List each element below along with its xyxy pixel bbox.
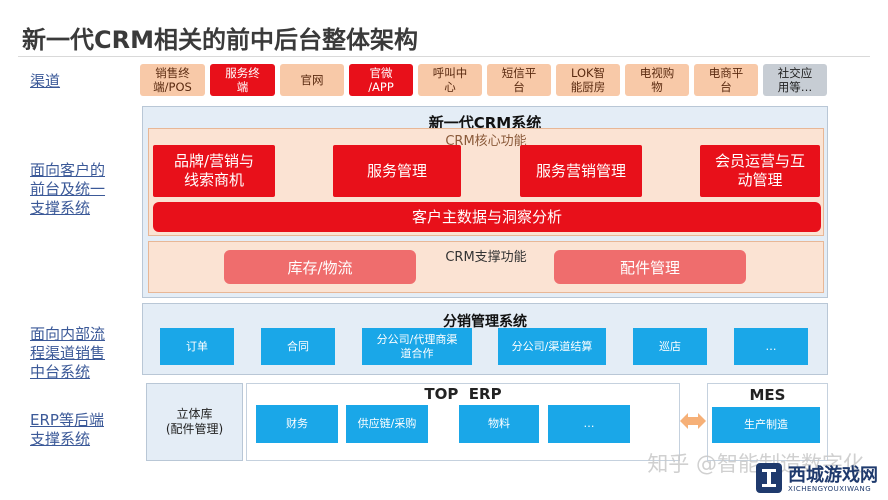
channel-service-terminal: 服务终端 (210, 64, 275, 96)
double-arrow-icon (680, 413, 706, 429)
layer-label-back: ERP等后端 支撑系统 (30, 411, 104, 448)
mes-item-production: 生产制造 (712, 407, 820, 443)
core-item-member-operations: 会员运营与互动管理 (700, 145, 820, 197)
distribution-panel (142, 303, 828, 375)
channel-lok-kitchen: LOK智能厨房 (556, 64, 620, 96)
master-data-bar: 客户主数据与洞察分析 (153, 202, 821, 232)
layer-label-channel: 渠道 (30, 72, 61, 90)
layer-label-front: 面向客户的 前台及统一 支撑系统 (30, 161, 106, 217)
warehouse-box: 立体库(配件管理) (146, 383, 243, 461)
logo-subtext: XICHENGYOUXIWANG (788, 485, 872, 493)
channel-website: 官网 (280, 64, 344, 96)
support-item-inventory: 库存/物流 (224, 250, 416, 284)
support-item-parts: 配件管理 (554, 250, 746, 284)
channel-ecommerce: 电商平台 (694, 64, 758, 96)
erp-item-supply-chain: 供应链/采购 (346, 405, 428, 443)
dist-item-more: … (734, 328, 808, 365)
watermark-text: 知乎 @智能制造数字化 (647, 452, 864, 476)
channel-social: 社交应用等… (763, 64, 827, 96)
channel-sms: 短信平台 (487, 64, 551, 96)
distribution-title: 分销管理系统 (443, 314, 527, 330)
core-item-service-management: 服务管理 (333, 145, 461, 197)
site-logo: 西城游戏网 XICHENGYOUXIWANG (748, 457, 888, 500)
channel-wechat-app: 官微/APP (349, 64, 413, 96)
erp-item-material: 物料 (459, 405, 539, 443)
crm-core-title: CRM核心功能 (445, 134, 527, 149)
crm-system-title: 新一代CRM系统 (428, 114, 542, 132)
title-underline (18, 56, 870, 57)
layer-label-middle: 面向内部流 程渠道销售 中台系统 (30, 325, 106, 381)
crm-support-title: CRM支撑功能 (445, 250, 527, 265)
dist-item-store-inspection: 巡店 (633, 328, 707, 365)
dist-item-contract: 合同 (261, 328, 335, 365)
logo-name: 西城游戏网 (788, 465, 878, 486)
dist-item-order: 订单 (160, 328, 234, 365)
mes-title: MES (749, 386, 786, 404)
dist-item-settlement: 分公司/渠道结算 (498, 328, 606, 365)
erp-title: TOP ERP (424, 385, 502, 403)
erp-item-finance: 财务 (256, 405, 338, 443)
channel-tv-shopping: 电视购物 (625, 64, 689, 96)
channel-pos: 销售终端/POS (140, 64, 205, 96)
channel-call-center: 呼叫中心 (418, 64, 482, 96)
logo-icon (756, 463, 782, 493)
erp-item-more: … (548, 405, 630, 443)
core-item-service-marketing: 服务营销管理 (520, 145, 642, 197)
page-title: 新一代CRM相关的前中后台整体架构 (22, 26, 418, 54)
core-item-brand-marketing: 品牌/营销与线索商机 (153, 145, 275, 197)
dist-item-agent-cooperation: 分公司/代理商渠道合作 (362, 328, 472, 365)
